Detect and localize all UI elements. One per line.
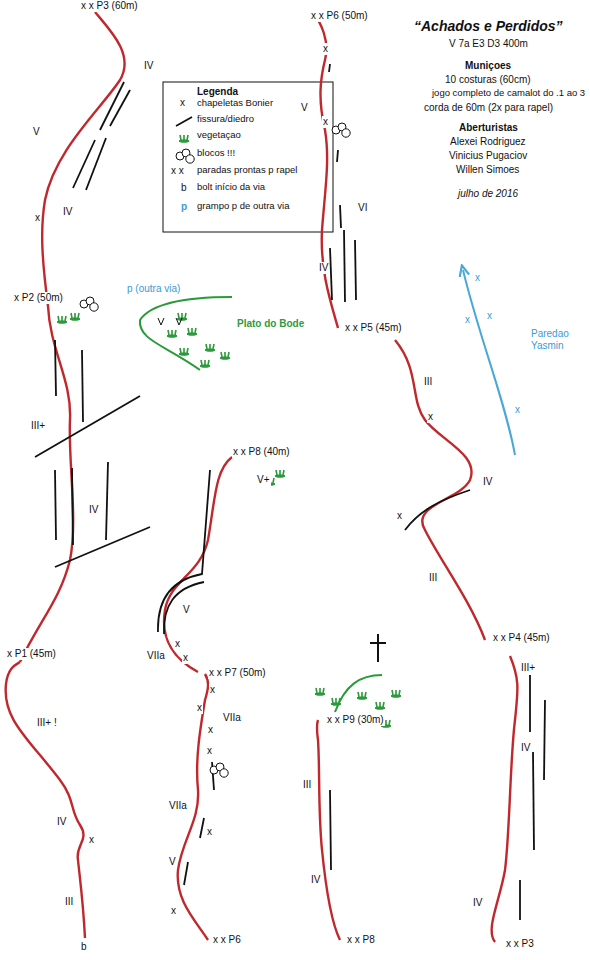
- topo-label: x: [427, 411, 434, 423]
- topo-label: x: [209, 684, 216, 696]
- topo-label: Legenda: [196, 86, 239, 98]
- vegetation: [57, 313, 401, 728]
- grade-label: VI: [357, 202, 368, 214]
- grade-label: V 7a E3 D3 400m: [448, 38, 529, 50]
- grade-label: V: [182, 604, 191, 616]
- topo-label: x: [179, 97, 186, 109]
- topo-label: x x P9 (30m): [326, 714, 385, 726]
- topo-label: Willen Simoes: [455, 164, 520, 176]
- grade-label: IV: [56, 816, 67, 828]
- topo-label: x x P7 (50m): [208, 667, 267, 679]
- topo-label: x: [474, 272, 481, 284]
- grade-label: VIIa: [222, 712, 242, 724]
- topo-label: 10 costuras (60cm): [444, 74, 532, 86]
- topo-label: x x P5 (45m): [344, 322, 403, 334]
- topo-label: x x P6 (50m): [310, 10, 369, 22]
- grade-label: V: [300, 102, 309, 114]
- topo-title: “Achados e Perdidos”: [413, 18, 564, 34]
- topo-label: x P1 (45m): [6, 648, 57, 660]
- topo-label: Paredao Yasmin: [530, 328, 586, 352]
- grade-label: VIIa: [168, 800, 188, 812]
- grade-label: III+: [520, 662, 536, 674]
- topo-label: x: [34, 212, 41, 224]
- topo-label: Alexei Rodriguez: [449, 136, 527, 148]
- grade-label: VIIa: [146, 650, 166, 662]
- topo-label: corda de 60m (2x para rapel): [423, 102, 554, 114]
- grade-label: III+: [30, 420, 46, 432]
- topo-label: x: [170, 905, 177, 917]
- route-line: [6, 12, 518, 942]
- topo-label: x: [196, 702, 203, 714]
- grade-label: IV: [62, 206, 73, 218]
- legend-text: blocos !!!: [196, 148, 236, 159]
- grade-label: Vinicius Pugaciov: [448, 150, 528, 162]
- grade-label: III: [64, 896, 74, 908]
- topo-label: Muniçoes: [464, 60, 512, 72]
- topo-label: x x: [170, 165, 185, 177]
- topo-label: x: [206, 745, 213, 757]
- legend-text: paradas prontas p rapel: [196, 165, 298, 176]
- legend-text: fissura/diedro: [196, 114, 255, 125]
- topo-label: x x P6: [212, 934, 242, 946]
- topo-label: x: [322, 43, 329, 55]
- grade-label: IV: [310, 874, 321, 886]
- grade-label: V: [32, 126, 41, 138]
- topo-label: x P2 (50m): [13, 292, 64, 304]
- topo-label: b: [180, 182, 188, 194]
- other-route: [463, 270, 515, 455]
- topo-label: x: [486, 310, 493, 322]
- topo-label: x: [396, 510, 403, 522]
- topo-label: x: [182, 652, 189, 664]
- legend-text: grampo p de outra via: [196, 201, 290, 212]
- grade-label: IV: [520, 742, 531, 754]
- grade-label: IV: [318, 262, 329, 274]
- topo-label: x: [514, 404, 521, 416]
- topo-label: julho de 2016: [457, 188, 519, 200]
- grade-label: III+ !: [36, 717, 58, 729]
- topo-label: x: [322, 116, 329, 128]
- topo-label: Aberturistas: [458, 122, 519, 134]
- topo-label: x: [88, 834, 95, 846]
- topo-label: x: [206, 826, 213, 838]
- topo-label: x: [174, 638, 181, 650]
- grade-label: III: [302, 779, 312, 791]
- grade-label: III: [423, 376, 433, 388]
- grade-label: IV: [482, 476, 493, 488]
- grade-label: V: [168, 856, 177, 868]
- topo-label: x x P3: [505, 938, 535, 950]
- topo-label: p (outra via): [126, 283, 181, 295]
- legend-box: [163, 82, 333, 232]
- topo-label: x x P3 (60m): [80, 0, 139, 12]
- topo-label: b: [80, 941, 88, 953]
- grade-label: IV: [143, 60, 154, 72]
- legend-text: bolt início da via: [196, 182, 266, 193]
- grade-label: IV: [472, 897, 483, 909]
- topo-label: Plato do Bode: [236, 318, 305, 330]
- legend-text: chapeletas Bonier: [196, 98, 274, 109]
- grade-label: IV: [88, 504, 99, 516]
- topo-label: p: [180, 201, 188, 213]
- topo-label: x x P4 (45m): [492, 632, 551, 644]
- topo-label: x: [207, 724, 214, 736]
- topo-label: x x P8 (40m): [232, 446, 291, 458]
- topo-label: x x P8: [346, 934, 376, 946]
- legend-text: vegetaçao: [196, 130, 242, 141]
- grade-label: III: [428, 572, 438, 584]
- topo-label: jogo completo de camalot do .1 ao 3: [431, 88, 586, 99]
- topo-label: x: [464, 314, 471, 326]
- grade-label: V+: [256, 474, 271, 486]
- crack-lines: [35, 64, 545, 920]
